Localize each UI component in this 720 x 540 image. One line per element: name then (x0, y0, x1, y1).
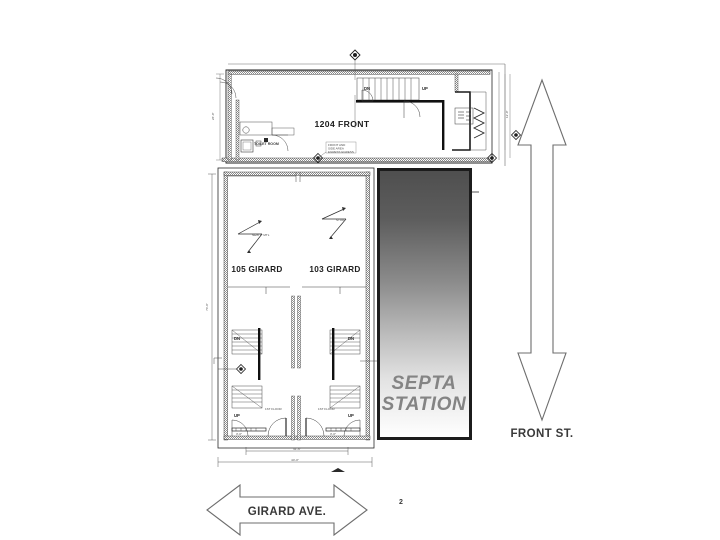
front-side-dim: 12'-0" (505, 110, 509, 118)
right-ceiling-note-line1: STUD (336, 218, 345, 222)
front-dimension-ticks (216, 73, 511, 161)
sheet-number: 2 (399, 499, 403, 506)
left-stair (231, 328, 263, 437)
note-line-1: FRONT AND (328, 143, 346, 147)
stair-down-label-front: DN (364, 86, 370, 91)
front-street-label: FRONT ST. (510, 428, 573, 440)
front-yard-note: FRONT AND SIDE AREA EGRESS EGRESS (317, 141, 357, 159)
right-stair-down-label: DN (348, 336, 354, 341)
detail-bubble-group (312, 49, 522, 164)
right-stair (329, 328, 361, 437)
note-line-3: EGRESS EGRESS (328, 150, 354, 154)
front-unit-stair (356, 77, 444, 118)
left-stair-down-label: DN (234, 336, 240, 341)
toilet-room-fixtures (239, 121, 295, 153)
note-line-2: SIDE AREA (328, 147, 344, 151)
left-detail-bubble (235, 363, 247, 375)
girard-units-block: 105 GIRARD 103 GIRARD NEW 4" MTL STUD (205, 167, 378, 472)
thresholds (231, 427, 361, 432)
inner-width-dim: 41'-6" (293, 447, 301, 451)
front-street-arrow (517, 78, 567, 422)
side-height-dim: 74'-0" (205, 303, 209, 311)
right-stair-up-label: UP (348, 413, 354, 418)
front-unit-label: 1204 FRONT (314, 119, 369, 129)
left-threshold-dim: 3'-0" (236, 432, 242, 436)
left-ceiling-note-line1: NEW 4" MTL (252, 233, 270, 237)
right-threshold-dim: 3'-0" (330, 432, 336, 436)
entry-doors (267, 417, 325, 437)
septa-station-parcel: SEPTA STATION (377, 168, 479, 440)
right-ceiling-note: STUD (321, 207, 347, 239)
septa-label-line2: STATION (382, 394, 467, 415)
toilet-room-annotation: TOILET ROOM (254, 142, 279, 146)
right-unit-note: 1ST FLOOR (318, 407, 335, 411)
septa-label-line1: SEPTA (392, 373, 457, 394)
left-stair-up-label: UP (234, 413, 240, 418)
front-depth-dim: 26'-0" (211, 112, 215, 120)
overall-width-dim: 44'-0" (291, 458, 299, 462)
bottom-dimension-lines (217, 447, 373, 467)
left-unit-label: 105 GIRARD (231, 265, 282, 274)
girard-avenue-label: GIRARD AVE. (248, 506, 327, 518)
left-height-dimension (208, 173, 216, 441)
mid-dimension-leaders (228, 286, 366, 294)
girard-avenue-arrow (206, 483, 368, 537)
left-unit-note: 1ST FLOOR (265, 407, 282, 411)
left-ceiling-note: NEW 4" MTL (237, 220, 270, 253)
right-unit-label: 103 GIRARD (309, 265, 360, 274)
front-unit-block: DN UP TOILET ROOM 1204 FRONT (211, 49, 522, 166)
stair-up-label-front: UP (422, 86, 428, 91)
